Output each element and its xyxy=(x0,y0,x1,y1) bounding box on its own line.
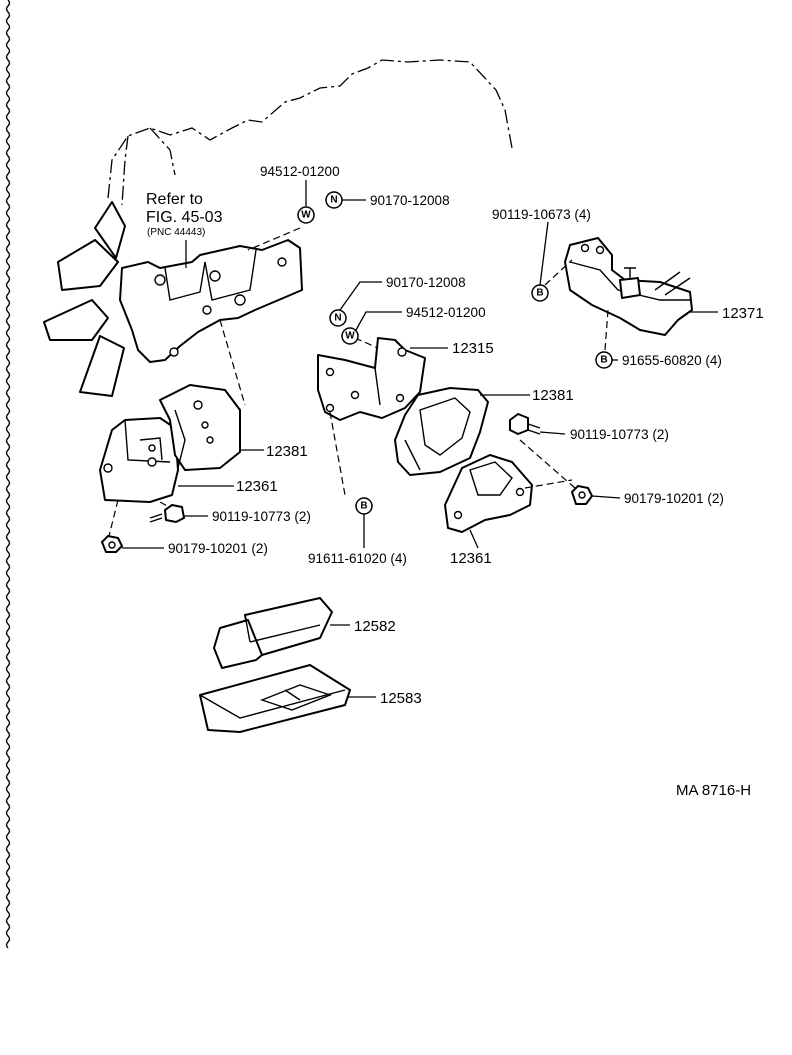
label-left-bolt: 90119-10773 (2) xyxy=(212,509,311,524)
left-bolt-icon xyxy=(149,504,185,523)
svg-text:N: N xyxy=(330,195,337,206)
svg-text:W: W xyxy=(301,210,311,221)
bolt-marker-rear-bottom: B xyxy=(595,351,613,369)
label-stopper-lower: 12583 xyxy=(380,690,422,707)
center-guide-2 xyxy=(354,337,379,349)
leader-right-bolt xyxy=(539,431,566,435)
svg-text:B: B xyxy=(360,501,367,512)
right-insulator xyxy=(444,454,533,533)
rear-guide-2 xyxy=(604,309,609,351)
center-bracket xyxy=(317,337,426,421)
label-stopper-upper: 12582 xyxy=(354,618,396,635)
right-guide-1 xyxy=(519,439,576,489)
refer-line2: FIG. 45-03 xyxy=(146,209,223,226)
leader-right-nut xyxy=(591,495,621,499)
label-left-nut: 90170-12008 xyxy=(370,193,450,208)
left-border xyxy=(5,0,11,949)
bolt-marker-center: B xyxy=(355,497,373,515)
label-bracket: 12315 xyxy=(452,340,494,357)
label-center-nut: 90170-12008 xyxy=(386,275,466,290)
right-guide-2 xyxy=(524,479,573,489)
fan-icon xyxy=(43,201,126,397)
left-washer-guide xyxy=(247,227,301,251)
left-insulator xyxy=(99,417,179,503)
refer-pnc: (PNC 44443) xyxy=(147,227,205,238)
right-cover xyxy=(394,387,489,476)
svg-text:W: W xyxy=(345,331,355,342)
right-nut-icon xyxy=(571,485,593,505)
leader-right-insulator xyxy=(469,529,479,549)
left-nut-icon xyxy=(101,535,123,553)
nut-marker-center: N xyxy=(329,309,347,327)
label-right-nut: 90179-10201 (2) xyxy=(624,491,724,506)
washer-marker-left: W xyxy=(297,206,315,224)
nut-marker-left: N xyxy=(325,191,343,209)
center-guide-1 xyxy=(329,411,346,496)
figure-code: MA 8716-H xyxy=(676,782,751,799)
stopper-lower xyxy=(199,664,351,733)
label-left-nut2: 90179-10201 (2) xyxy=(168,541,268,556)
engine-outline xyxy=(107,59,513,199)
washer-marker-center: W xyxy=(341,327,359,345)
label-left-washer: 94512-01200 xyxy=(260,164,340,179)
label-left-cover: 12381 xyxy=(266,443,308,460)
label-right-bolt: 90119-10773 (2) xyxy=(570,427,669,442)
label-center-bolt: 91611-61020 (4) xyxy=(308,551,407,566)
label-center-washer: 94512-01200 xyxy=(406,305,486,320)
left-guide-1 xyxy=(219,319,246,406)
engine-outline-2 xyxy=(121,127,176,206)
leader-center-nut xyxy=(339,281,382,311)
svg-text:B: B xyxy=(600,355,607,366)
label-right-cover: 12381 xyxy=(532,387,574,404)
svg-text:B: B xyxy=(536,288,543,299)
label-rear-bolt: 91655-60820 (4) xyxy=(622,353,722,368)
stopper-upper xyxy=(213,597,333,669)
label-right-bolt-4: 90119-10673 (4) xyxy=(492,207,591,222)
rear-mount xyxy=(564,237,693,336)
bolt-marker-rear-top: B xyxy=(531,284,549,302)
leader-center-washer xyxy=(355,311,402,331)
left-engine-bracket xyxy=(119,239,303,363)
label-rear-mount: 12371 xyxy=(722,305,764,322)
right-bolt-icon xyxy=(509,413,541,435)
refer-line1: Refer to xyxy=(146,191,203,208)
rear-guide-1 xyxy=(544,259,573,286)
left-guide-2 xyxy=(107,499,119,541)
leader-right-bolt-4 xyxy=(539,221,549,286)
label-left-insulator: 12361 xyxy=(236,478,278,495)
left-cover xyxy=(159,384,241,471)
svg-text:N: N xyxy=(334,313,341,324)
label-right-insulator: 12361 xyxy=(450,550,492,567)
